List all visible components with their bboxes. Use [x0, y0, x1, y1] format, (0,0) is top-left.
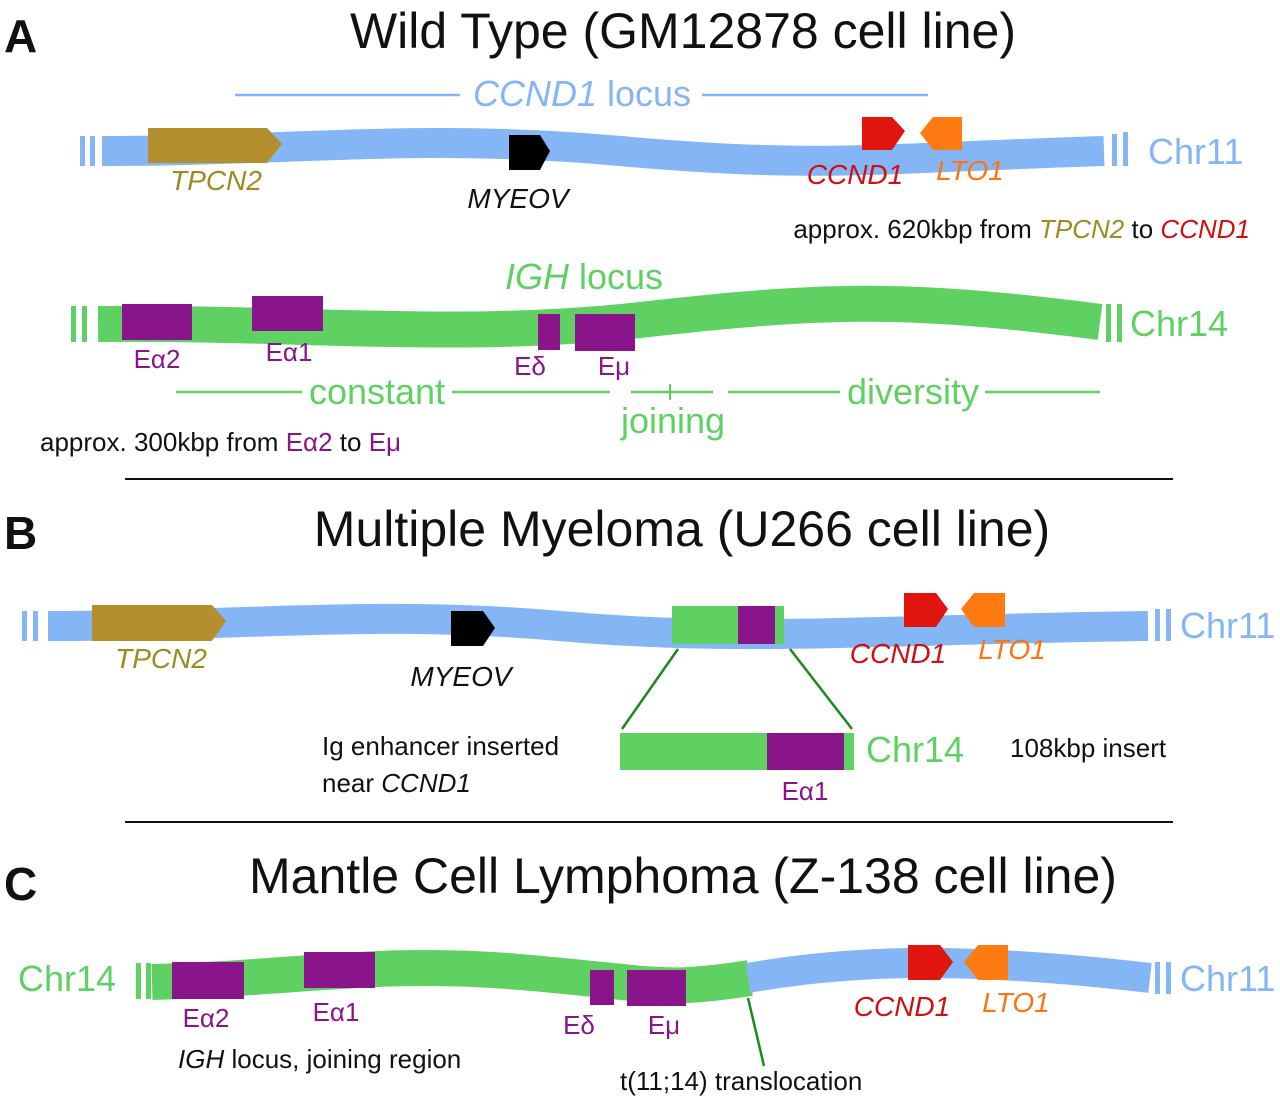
insert-zoom-line-right	[789, 648, 853, 730]
ea2-em-distance-note: approx. 300kbp from Eα2 to Eμ	[40, 427, 401, 457]
diversity-region-label: diversity	[847, 371, 979, 412]
ea1-label-c: Eα1	[313, 997, 360, 1027]
ccnd1-gene-arrow-c	[908, 945, 953, 980]
translocated-chromosome	[136, 945, 1171, 1006]
myeov-gene-arrow-b	[451, 611, 495, 646]
myeov-gene-arrow	[509, 135, 550, 170]
ccnd1-gene-arrow	[862, 117, 905, 150]
ea2-enhancer-block-c	[172, 962, 244, 999]
em-enhancer-block	[575, 314, 635, 351]
lto1-gene-arrow	[920, 117, 962, 150]
insert-note-line2: near CCND1	[322, 768, 471, 798]
chr14-wildtype	[71, 285, 1122, 351]
ea2-label-a: Eα2	[134, 344, 181, 374]
chr11-label-b: Chr11	[1180, 605, 1275, 646]
translocation-label: t(11;14) translocation	[620, 1066, 862, 1096]
em-label-a: Eμ	[598, 351, 630, 381]
em-label-c: Eμ	[648, 1010, 680, 1040]
tpcn2-ccnd1-distance-note: approx. 620kbp from TPCN2 to CCND1	[793, 214, 1250, 244]
ea1-enhancer-block	[252, 296, 323, 331]
lto1-label-a: LTO1	[936, 155, 1003, 186]
ccnd1-locus-label: CCND1 locus	[473, 73, 691, 114]
panel-c-title: Mantle Cell Lymphoma (Z-138 cell line)	[249, 848, 1117, 904]
tpcn2-label-b: TPCN2	[115, 643, 207, 674]
ccnd1-label-c: CCND1	[854, 991, 950, 1022]
insert-zoom-line-left	[620, 648, 680, 730]
panel-a-letter: A	[4, 10, 37, 62]
ed-label-a: Eδ	[514, 351, 546, 381]
lto1-label-c: LTO1	[982, 987, 1049, 1018]
panel-b: B Multiple Myeloma (U266 cell line) Chr1…	[4, 501, 1275, 806]
em-enhancer-block-c	[627, 970, 686, 1006]
igh-joining-note: IGH locus, joining region	[178, 1044, 461, 1074]
lto1-label-b: LTO1	[978, 634, 1045, 665]
chr14-label-c: Chr14	[18, 958, 116, 999]
panel-a-title: Wild Type (GM12878 cell line)	[350, 3, 1016, 59]
panel-c: C Mantle Cell Lymphoma (Z-138 cell line)…	[4, 848, 1275, 1096]
joining-region-label: joining	[620, 400, 725, 441]
panel-b-title: Multiple Myeloma (U266 cell line)	[314, 501, 1050, 557]
ccnd1-label-b: CCND1	[850, 638, 946, 669]
tpcn2-label-a: TPCN2	[170, 165, 262, 196]
insert-note-line1: Ig enhancer inserted	[322, 731, 559, 761]
ea1-label-a: Eα1	[266, 337, 313, 367]
panel-a: A Wild Type (GM12878 cell line) CCND1 lo…	[4, 3, 1250, 457]
chr11-label-a: Chr11	[1148, 131, 1243, 172]
translocation-pointer	[746, 997, 766, 1067]
insert-ea1-label: Eα1	[782, 776, 829, 806]
chr11-wildtype	[80, 117, 1128, 176]
myeov-label-b: MYEOV	[410, 661, 513, 692]
chr14-label-a: Chr14	[1130, 303, 1228, 344]
myeov-label-a: MYEOV	[467, 183, 570, 214]
lto1-gene-arrow-c	[964, 945, 1008, 980]
ea1-enhancer-block-c	[304, 952, 375, 988]
chr11-label-c: Chr11	[1180, 958, 1275, 999]
chr11-myeloma	[22, 593, 1171, 650]
panel-c-letter: C	[4, 858, 37, 910]
ccnd1-label-a: CCND1	[807, 159, 903, 190]
ea2-label-c: Eα2	[183, 1003, 230, 1033]
insert-expanded-enhancer	[767, 733, 844, 770]
insert-size-label: 108kbp insert	[1010, 733, 1167, 763]
ed-enhancer-block-c	[590, 970, 614, 1005]
panel-b-letter: B	[4, 507, 37, 559]
insert-chr14-label: Chr14	[866, 729, 964, 770]
ed-enhancer-block	[538, 314, 560, 350]
lto1-gene-arrow-b	[961, 593, 1005, 627]
ea2-enhancer-block	[122, 304, 192, 340]
ed-label-c: Eδ	[563, 1010, 595, 1040]
constant-region-label: constant	[309, 371, 445, 412]
tpcn2-gene-arrow-b	[92, 605, 226, 641]
tpcn2-gene-arrow	[148, 128, 282, 163]
igh-locus-label: IGH locus	[505, 256, 663, 297]
inserted-enhancer-block	[738, 606, 775, 644]
ccnd1-gene-arrow-b	[904, 593, 948, 627]
